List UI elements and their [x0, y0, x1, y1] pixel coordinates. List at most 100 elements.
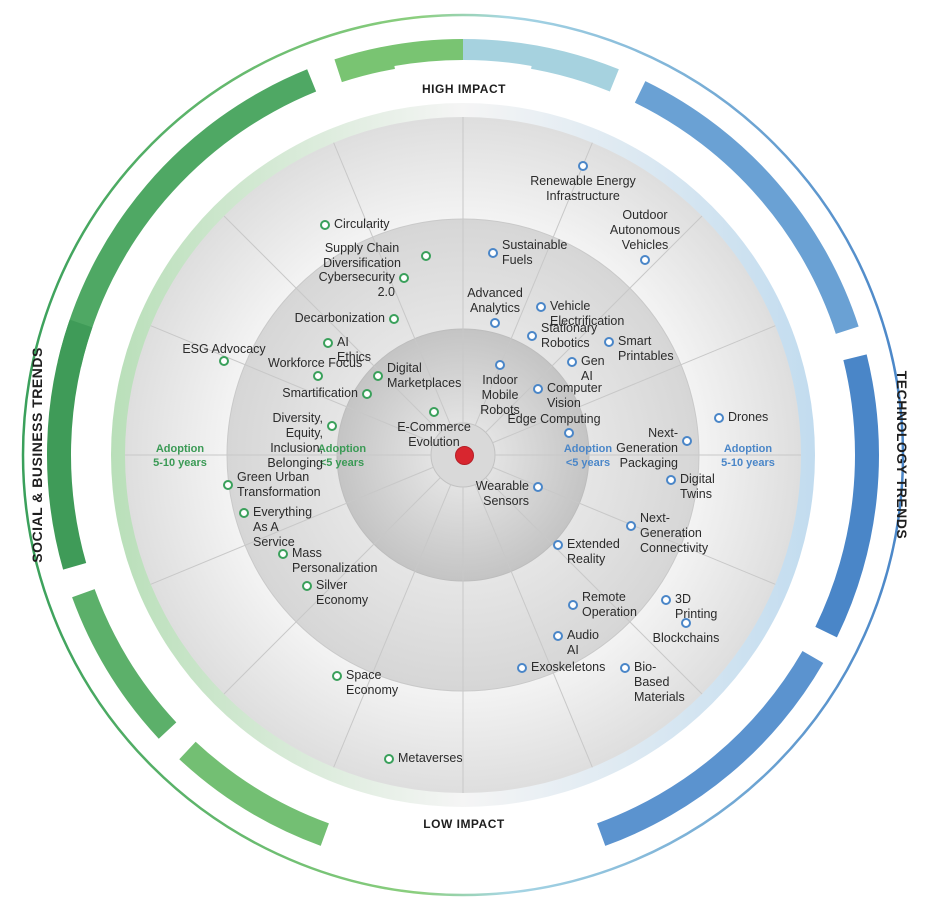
trend-marker-icon — [278, 549, 288, 559]
trend-label: Outdoor Autonomous Vehicles — [609, 208, 681, 252]
trend-marker-icon — [223, 480, 233, 490]
trend-marker-icon — [553, 540, 563, 550]
adoption-label-right-outer: Adoption 5-10 years — [721, 443, 775, 469]
trend-label: Indoor Mobile Robots — [480, 373, 520, 417]
radial-line — [485, 477, 703, 695]
trend-label: ESG Advocacy — [182, 342, 266, 356]
trend-marker-icon — [661, 595, 671, 605]
radial-line — [223, 215, 441, 433]
trend-label: AI Ethics — [337, 335, 372, 364]
radial-line — [150, 466, 434, 585]
trend-marker-icon — [527, 331, 537, 341]
trend-label: Vehicle Electrification — [550, 299, 625, 328]
trend-marker-icon — [488, 248, 498, 258]
trend-marker-icon — [389, 314, 399, 324]
trend-label: Blockchains — [652, 631, 720, 645]
trend-label: Decarbonization — [294, 311, 385, 325]
high-impact-label: HIGH IMPACT — [422, 82, 506, 96]
trend-label: Digital Marketplaces — [387, 361, 462, 390]
trend-label: Metaverses — [398, 751, 463, 765]
trend-marker-icon — [421, 251, 431, 261]
ring-segment — [179, 741, 329, 846]
adoption-label-left-inner: Adoption <5 years — [317, 443, 367, 469]
ring-segment — [463, 39, 619, 92]
trend-marker-icon — [320, 220, 330, 230]
trend-label: Smart Printables — [618, 334, 674, 363]
trend-marker-icon — [666, 475, 676, 485]
thick-ring — [46, 39, 880, 851]
trend-marker-icon — [429, 407, 439, 417]
trend-label: Exoskeletons — [531, 660, 606, 674]
trend-label: Cybersecurity 2.0 — [318, 270, 395, 299]
trend-marker-icon — [714, 413, 724, 423]
trend-label: Next-Generation Connectivity — [640, 511, 709, 555]
trend-label: Remote Operation — [582, 590, 637, 619]
radial-line — [333, 142, 452, 426]
trend-marker-icon — [399, 273, 409, 283]
trend-label: Sustainable Fuels — [502, 238, 568, 267]
trend-label: Gen AI — [581, 354, 605, 383]
ring-segment — [46, 319, 93, 570]
trend-marker-icon — [681, 618, 691, 628]
trend-marker-icon — [373, 371, 383, 381]
center-marker — [455, 446, 474, 465]
trend-marker-icon — [384, 754, 394, 764]
trend-marker-icon — [323, 338, 333, 348]
trend-marker-icon — [564, 428, 574, 438]
trend-label: Everything As A Service — [253, 505, 313, 549]
trend-label: 3D Printing — [675, 592, 718, 621]
trend-label: E-Commerce Evolution — [397, 420, 471, 449]
trend-label: Circularity — [334, 217, 390, 231]
trend-label: Computer Vision — [547, 381, 602, 410]
trend-label: Bio-Based Materials — [634, 660, 685, 704]
trend-marker-icon — [536, 302, 546, 312]
ring-segment — [815, 354, 880, 638]
trend-marker-icon — [490, 318, 500, 328]
trend-label: Drones — [728, 410, 769, 424]
trend-marker-icon — [533, 384, 543, 394]
trend-marker-icon — [302, 581, 312, 591]
trend-marker-icon — [626, 521, 636, 531]
trend-label: Diversity, Equity, Inclusion, Belonging — [267, 411, 323, 470]
trend-label: Extended Reality — [567, 537, 620, 566]
trend-marker-icon — [327, 421, 337, 431]
trend-label: Digital Twins — [680, 472, 715, 501]
trend-marker-icon — [362, 389, 372, 399]
label-band — [394, 59, 532, 89]
trend-label: Mass Personalization — [292, 546, 378, 575]
label-band — [394, 821, 532, 851]
technology-trends-label: TECHNOLOGY TRENDS — [894, 371, 910, 539]
trend-marker-icon — [568, 600, 578, 610]
trend-marker-icon — [682, 436, 692, 446]
trend-marker-icon — [604, 337, 614, 347]
trend-label: Stationary Robotics — [541, 321, 598, 350]
trend-label: Renewable Energy Infrastructure — [530, 174, 636, 203]
trend-marker-icon — [517, 663, 527, 673]
trend-label: Space Economy — [346, 668, 399, 697]
trend-label: Smartification — [282, 386, 358, 400]
radial-line — [474, 484, 593, 768]
trend-marker-icon — [239, 508, 249, 518]
radial-line — [474, 142, 593, 426]
ring-segment — [334, 39, 463, 83]
trend-marker-icon — [533, 482, 543, 492]
trend-label: Edge Computing — [507, 412, 601, 426]
adoption-label-left-outer: Adoption 5-10 years — [153, 443, 207, 469]
trend-label: Green Urban Transformation — [237, 470, 321, 499]
trend-marker-icon — [332, 671, 342, 681]
trend-marker-icon — [640, 255, 650, 265]
trend-label: Silver Economy — [316, 578, 369, 607]
trend-label: Next-Generation Packaging — [616, 426, 679, 470]
trend-label: Advanced Analytics — [467, 286, 523, 315]
trend-marker-icon — [553, 631, 563, 641]
radial-line — [485, 215, 703, 433]
ring-segment — [597, 651, 824, 846]
ring-segment — [634, 81, 859, 334]
trend-marker-icon — [567, 357, 577, 367]
trend-marker-icon — [313, 371, 323, 381]
radial-line — [223, 477, 441, 695]
trend-label: Supply Chain Diversification — [323, 241, 401, 270]
radial-line — [150, 325, 434, 444]
